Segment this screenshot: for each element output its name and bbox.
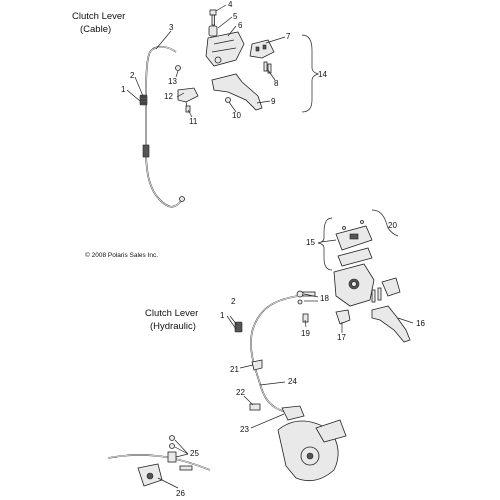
- callout-5: 5: [233, 12, 238, 21]
- nut-25a: [169, 435, 175, 441]
- callout-23: 23: [240, 425, 249, 434]
- callout-11: 11: [189, 117, 198, 126]
- hose-clip: [251, 359, 263, 371]
- assembly-bracket-15: [317, 217, 333, 271]
- bracket-plate: [315, 419, 347, 443]
- callout-18: 18: [320, 294, 329, 303]
- hydraulic-title-line1: Clutch Lever: [145, 308, 198, 319]
- clutch-switch: [177, 87, 199, 103]
- cable-title-line2: (Cable): [80, 24, 111, 35]
- assembly-bracket-14: [301, 34, 320, 113]
- callout-6: 6: [238, 21, 243, 30]
- callout-20: 20: [388, 221, 397, 230]
- cable-title-line1: Clutch Lever: [72, 11, 125, 22]
- callout-14: 14: [318, 70, 327, 79]
- reservoir-diaphragm: [337, 247, 373, 267]
- callout-8: 8: [274, 79, 279, 88]
- callout-h2: 2: [231, 297, 236, 306]
- nut-25b: [169, 443, 175, 449]
- copyright-text: © 2008 Polaris Sales Inc.: [85, 251, 158, 259]
- cable-boot: [142, 144, 150, 158]
- lever-bracket: [205, 31, 245, 67]
- callout-25: 25: [190, 449, 199, 458]
- clamp-screw: [263, 61, 268, 72]
- callout-2: 2: [130, 71, 135, 80]
- assembly-bracket-20: [371, 209, 399, 237]
- handlebar-clamp: [249, 39, 275, 59]
- callout-1: 1: [121, 85, 126, 94]
- slave-cylinder-fitting: [281, 405, 305, 421]
- callout-13: 13: [168, 77, 177, 86]
- fitting-22: [249, 403, 261, 411]
- callout-22: 22: [236, 388, 245, 397]
- callout-10: 10: [232, 111, 241, 120]
- callout-21: 21: [230, 365, 239, 374]
- hydraulic-title-line2: (Hydraulic): [150, 321, 196, 332]
- small-screw: [175, 65, 181, 71]
- cable-end: [179, 196, 185, 202]
- cable-assembly-group: [126, 4, 320, 208]
- washer-19: [302, 313, 309, 323]
- hydraulic-switch: [335, 309, 351, 325]
- hydraulic-assembly-group: [107, 209, 414, 489]
- callout-19: 19: [301, 329, 310, 338]
- clutch-hose: [250, 295, 299, 413]
- callout-h1: 1: [220, 311, 225, 320]
- bolt: [209, 9, 217, 16]
- cable-adjuster: [167, 451, 177, 463]
- pivot-sleeve: [208, 25, 218, 37]
- callout-4: 4: [228, 0, 233, 9]
- callout-7: 7: [286, 32, 291, 41]
- callout-3: 3: [169, 23, 174, 32]
- callout-15: 15: [306, 238, 315, 247]
- lever-bushing: [225, 97, 231, 103]
- callout-9: 9: [271, 97, 276, 106]
- clutch-lever: [211, 73, 263, 111]
- callout-12: 12: [164, 92, 173, 101]
- callout-24: 24: [288, 377, 297, 386]
- cylinder-clamp: [381, 277, 401, 297]
- clutch-cable: [145, 45, 183, 208]
- callout-16: 16: [416, 319, 425, 328]
- hydraulic-clutch-lever: [371, 305, 411, 343]
- callout-17: 17: [337, 333, 346, 342]
- callout-26: 26: [176, 489, 185, 498]
